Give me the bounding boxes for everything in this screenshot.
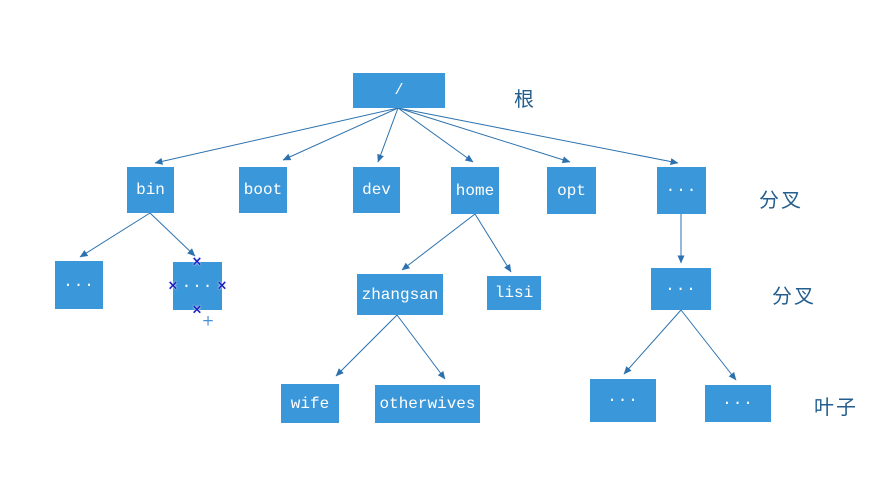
edge-more-mid-leaf-1[interactable] bbox=[623, 309, 682, 375]
connection-handle-bottom-icon[interactable]: × bbox=[191, 302, 203, 318]
node-dev[interactable]: dev bbox=[353, 167, 400, 213]
edge-root-boot[interactable] bbox=[282, 107, 399, 161]
edge-zhangsan-otherwives[interactable] bbox=[396, 314, 446, 380]
node-more-mid[interactable]: ... bbox=[651, 268, 711, 310]
node-root[interactable]: / bbox=[353, 73, 445, 108]
annotation-root: 根 bbox=[514, 87, 536, 111]
edge-home-zhangsan[interactable] bbox=[401, 213, 476, 271]
node-opt[interactable]: opt bbox=[547, 167, 596, 214]
node-zhangsan[interactable]: zhangsan bbox=[357, 274, 443, 315]
node-leaf-2[interactable]: ... bbox=[705, 385, 771, 422]
edge-bin-more-1[interactable] bbox=[79, 212, 151, 258]
node-wife[interactable]: wife bbox=[281, 384, 339, 423]
connection-handle-left-icon[interactable]: × bbox=[167, 278, 179, 294]
edge-root-dev[interactable] bbox=[377, 107, 399, 163]
edge-root-opt[interactable] bbox=[397, 107, 571, 164]
node-lisi[interactable]: lisi bbox=[487, 276, 541, 310]
edge-root-bin[interactable] bbox=[154, 107, 399, 165]
edge-bin-more-2[interactable] bbox=[149, 212, 196, 257]
node-bin-more-2-selected[interactable]: ... bbox=[173, 262, 222, 310]
edge-more-mid-leaf-2[interactable] bbox=[680, 309, 737, 381]
node-bin-more-1[interactable]: ... bbox=[55, 261, 103, 309]
edge-root-more-top[interactable] bbox=[397, 107, 679, 165]
annotation-branch-row-2: 分叉 bbox=[772, 284, 816, 308]
connection-handle-right-icon[interactable]: × bbox=[216, 278, 228, 294]
plus-handle-icon[interactable]: + bbox=[201, 311, 215, 330]
edge-root-home[interactable] bbox=[397, 107, 474, 163]
annotation-leaf: 叶子 bbox=[814, 395, 858, 419]
edge-home-lisi[interactable] bbox=[474, 213, 512, 273]
node-bin[interactable]: bin bbox=[127, 167, 174, 213]
annotation-branch-row-1: 分叉 bbox=[759, 188, 803, 212]
node-leaf-1[interactable]: ... bbox=[590, 379, 656, 422]
edge-zhangsan-wife[interactable] bbox=[335, 314, 398, 377]
node-home[interactable]: home bbox=[451, 167, 499, 214]
node-boot[interactable]: boot bbox=[239, 167, 287, 213]
node-otherwives[interactable]: otherwives bbox=[375, 385, 480, 423]
node-more-top[interactable]: ... bbox=[657, 167, 706, 214]
connection-handle-top-icon[interactable]: × bbox=[191, 254, 203, 270]
